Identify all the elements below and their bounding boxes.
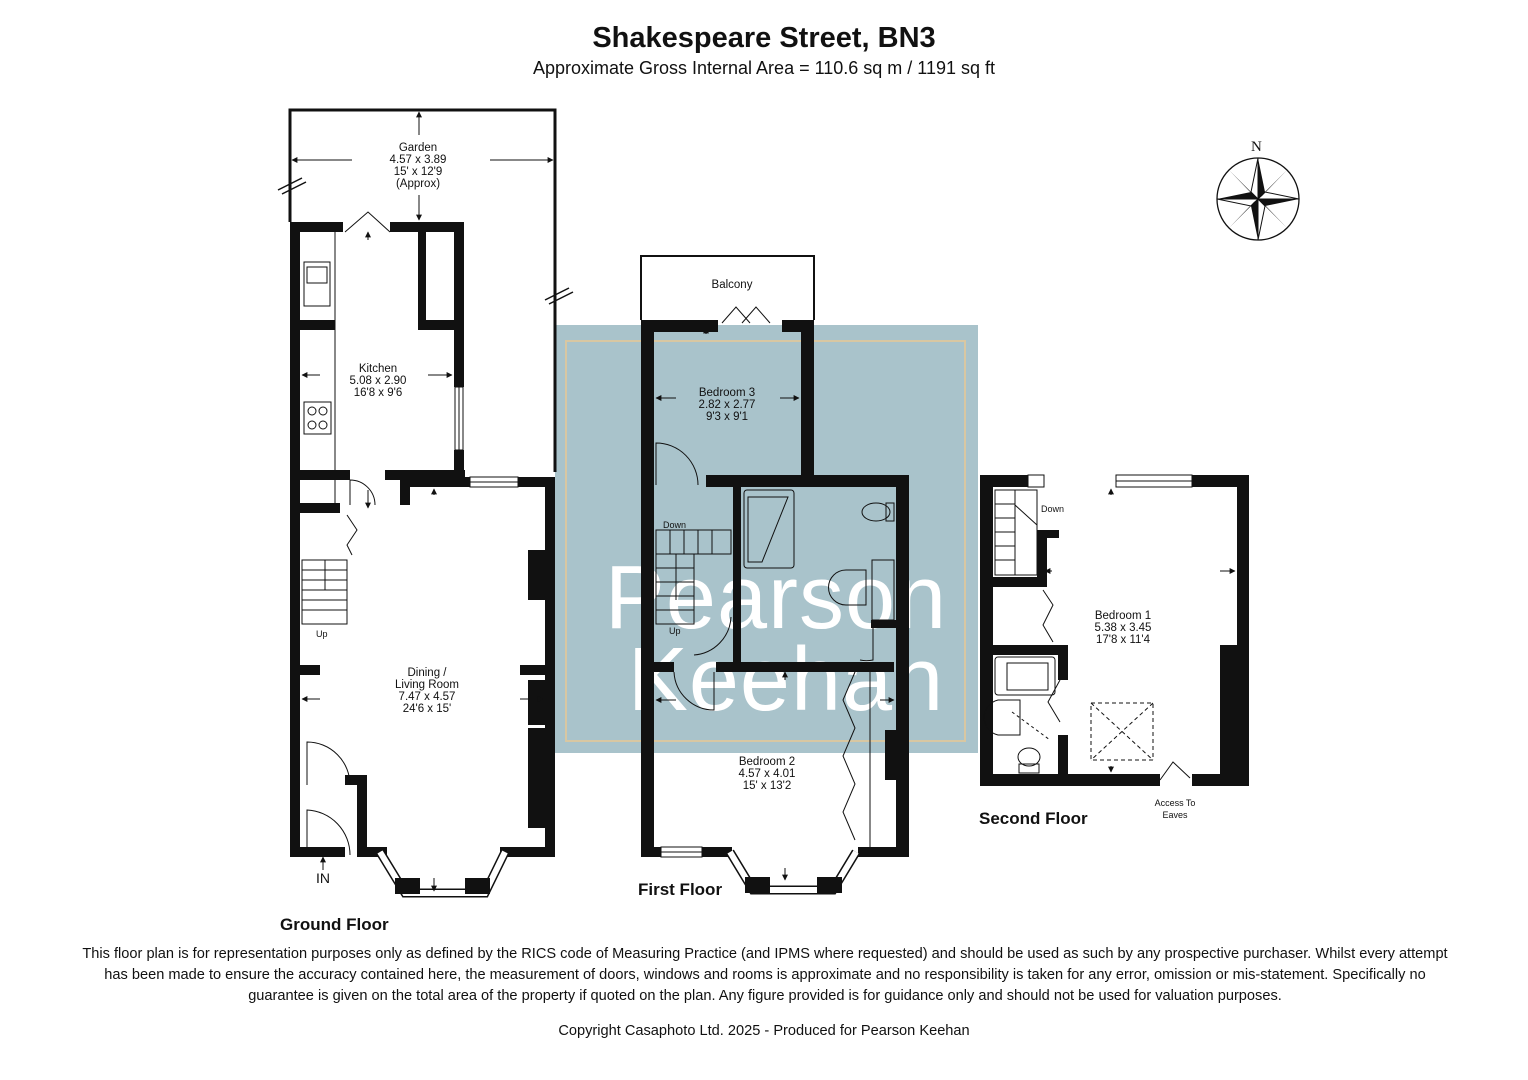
kitchen-sink bbox=[303, 261, 331, 307]
first-floor-labels: Balcony Bedroom 3 2.82 x 2.77 9'3 x 9'1 … bbox=[638, 279, 795, 899]
bedroom3-imperial: 9'3 x 9'1 bbox=[706, 411, 748, 423]
second-floor-labels: Down Bedroom 1 5.38 x 3.45 17'8 x 11'4 A… bbox=[979, 504, 1195, 828]
second-floor-stairs bbox=[994, 489, 1038, 576]
ground-floor-labels: Garden 4.57 x 3.89 15' x 12'9 (Approx) K… bbox=[280, 142, 459, 934]
first-floor-label: First Floor bbox=[638, 880, 722, 899]
bedroom1-metric: 5.38 x 3.45 bbox=[1095, 622, 1152, 634]
bedroom2-wardrobe bbox=[842, 671, 856, 841]
second-floor-walls bbox=[980, 475, 1249, 786]
bedroom2-imperial: 15' x 13'2 bbox=[743, 780, 792, 792]
disclaimer-text: This floor plan is for representation pu… bbox=[82, 946, 1448, 1004]
bedroom2-metric: 4.57 x 4.01 bbox=[739, 768, 796, 780]
shower-tray bbox=[994, 656, 1056, 696]
kitchen-back-door bbox=[344, 211, 391, 233]
bedroom3-metric: 2.82 x 2.77 bbox=[699, 399, 756, 411]
kitchen-metric: 5.08 x 2.90 bbox=[350, 375, 407, 387]
second-stairs-label: Down bbox=[1041, 504, 1064, 514]
second-floor-plan bbox=[980, 474, 1249, 786]
second-basin bbox=[983, 699, 1021, 736]
kitchen-walls bbox=[290, 222, 470, 857]
skylight bbox=[1090, 702, 1154, 761]
ground-floor-label: Ground Floor bbox=[280, 915, 389, 934]
bedroom3-door bbox=[655, 442, 699, 486]
first-floor-plan bbox=[640, 255, 909, 895]
plan-subtitle: Approximate Gross Internal Area = 110.6 … bbox=[532, 58, 996, 78]
eaves-door bbox=[1159, 761, 1191, 781]
second-toilet bbox=[1017, 747, 1041, 767]
watermark-frame bbox=[565, 340, 966, 742]
balcony-name: Balcony bbox=[712, 279, 753, 291]
dining-imperial: 24'6 x 15' bbox=[403, 703, 452, 715]
first-stairs-up-label: Up bbox=[669, 626, 681, 636]
first-floor-stairs bbox=[655, 529, 732, 711]
basin bbox=[828, 569, 867, 606]
first-floor-walls bbox=[641, 320, 909, 857]
kitchen-dining-door bbox=[349, 479, 376, 506]
toilet bbox=[861, 502, 891, 522]
garden-name: Garden bbox=[399, 142, 437, 154]
garden-boundary bbox=[288, 108, 557, 472]
dining-name-2: Living Room bbox=[395, 679, 459, 691]
garden-metric: 4.57 x 3.89 bbox=[390, 154, 447, 166]
first-stairs-down-label: Down bbox=[663, 520, 686, 530]
bedroom1-name: Bedroom 1 bbox=[1095, 610, 1151, 622]
dining-metric: 7.47 x 4.57 bbox=[399, 691, 456, 703]
bedroom1-imperial: 17'8 x 11'4 bbox=[1096, 634, 1151, 646]
kitchen-hob bbox=[303, 401, 332, 435]
watermark-line-1: Pearson bbox=[605, 548, 947, 648]
compass-icon: N bbox=[1216, 139, 1300, 241]
ground-stairs-label: Up bbox=[316, 629, 328, 639]
eaves-label-1: Access To bbox=[1155, 798, 1196, 808]
plan-title: Shakespeare Street, BN3 bbox=[592, 22, 936, 54]
bath bbox=[743, 489, 795, 569]
copyright-text: Copyright Casaphoto Ltd. 2025 - Produced… bbox=[558, 1023, 970, 1039]
front-door bbox=[306, 809, 351, 856]
dining-walls bbox=[290, 477, 555, 857]
balcony-outline bbox=[640, 255, 815, 320]
garden-imperial: 15' x 12'9 bbox=[394, 166, 443, 178]
kitchen-name: Kitchen bbox=[359, 363, 397, 375]
ground-floor-plan bbox=[277, 108, 574, 898]
eaves-label-2: Eaves bbox=[1162, 810, 1188, 820]
hall-door bbox=[306, 741, 351, 786]
garden-note: (Approx) bbox=[396, 178, 440, 190]
watermark: Pearson Keehan bbox=[555, 325, 978, 753]
bedroom1-cupboard bbox=[1042, 589, 1054, 643]
entrance-label: IN bbox=[316, 870, 330, 886]
second-floor-label: Second Floor bbox=[979, 809, 1088, 828]
kitchen-imperial: 16'8 x 9'6 bbox=[354, 387, 403, 399]
balcony-doors bbox=[721, 306, 771, 324]
bedroom3-name: Bedroom 3 bbox=[699, 387, 755, 399]
ground-stairs bbox=[301, 514, 358, 625]
compass-north-label: N bbox=[1251, 139, 1262, 155]
bedroom2-name: Bedroom 2 bbox=[739, 756, 795, 768]
dining-name-1: Dining / bbox=[408, 667, 448, 679]
